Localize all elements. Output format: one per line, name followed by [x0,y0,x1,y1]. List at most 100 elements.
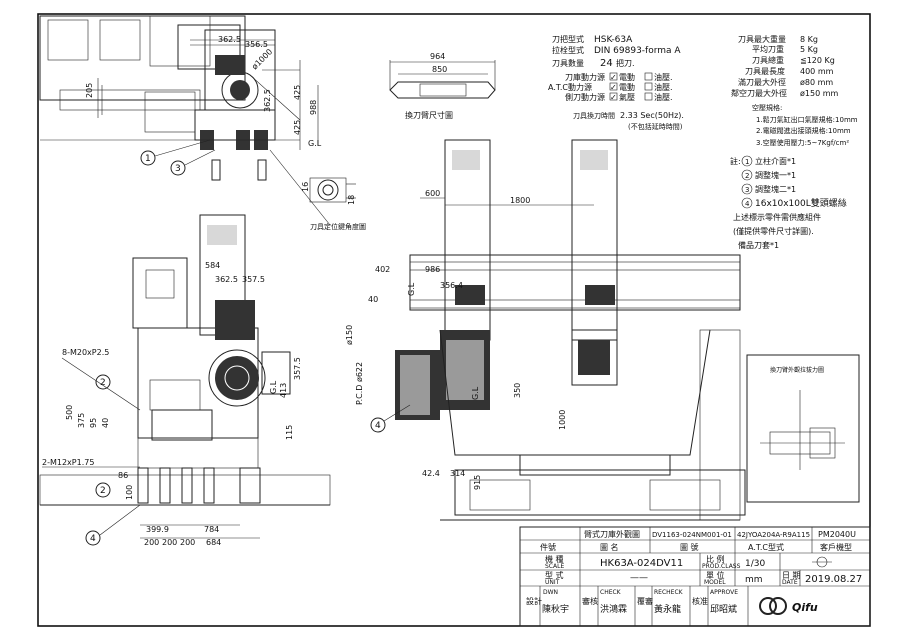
svg-text:42JYOA204A-R9A115: 42JYOA204A-R9A115 [737,531,810,539]
cb-mag-electric [609,72,618,81]
dim-988: 988 [309,100,318,115]
svg-text:✓: ✓ [610,73,617,82]
balloon-2-a [95,374,111,390]
svg-text:DV1163-024NM001-01: DV1163-024NM001-01 [652,531,732,539]
svg-text:375: 375 [77,413,86,428]
svg-text:(僅提供零件尺寸詳圖).: (僅提供零件尺寸詳圖). [733,226,814,236]
svg-text:氣壓: 氣壓 [619,92,635,102]
svg-text:4: 4 [375,421,381,431]
svg-text:PM2040U: PM2040U [818,530,856,539]
svg-text:A.T.C型式: A.T.C型式 [748,542,784,552]
svg-text:mm: mm [745,575,763,585]
svg-text:ø150 mm: ø150 mm [800,89,839,98]
svg-text:電動: 電動 [619,73,635,82]
svg-text:覆審: 覆審 [637,596,653,606]
svg-text:PROD.CLASS: PROD.CLASS [702,563,741,570]
svg-text:200: 200 [144,538,159,547]
svg-text:刀具換刀時間: 刀具換刀時間 [573,111,615,120]
svg-text:100: 100 [125,485,134,500]
svg-text:357.5: 357.5 [293,357,302,380]
svg-text:刀具最長度: 刀具最長度 [745,66,785,76]
svg-text:115: 115 [285,425,294,440]
svg-text:400 mm: 400 mm [800,67,834,76]
svg-text:95: 95 [89,418,98,428]
dim-1000: ø1000 [250,47,274,71]
front-gantry-view: 600 1800 402 986 356.4 40 G.L ø150 P.C.D… [345,139,746,521]
svg-text:314: 314 [450,469,465,478]
svg-text:2: 2 [100,378,106,388]
svg-text:5 Kg: 5 Kg [800,45,818,54]
svg-text:核准: 核准 [692,596,708,606]
svg-text:3.空壓使用壓力:5~7Kgf/cm²: 3.空壓使用壓力:5~7Kgf/cm² [756,138,849,147]
svg-text:把刀.: 把刀. [616,58,635,68]
svg-text:584: 584 [205,261,220,270]
svg-text:SCALE: SCALE [545,563,564,570]
svg-text:16: 16 [301,182,310,192]
svg-text:✓: ✓ [610,83,617,92]
svg-text:(不包括延時時間): (不包括延時時間) [628,122,683,131]
svg-text:24: 24 [600,58,613,69]
svg-text:MODEL: MODEL [704,579,726,586]
balloon-3 [170,160,186,176]
svg-text:2.33 Sec(50Hz).: 2.33 Sec(50Hz). [620,111,684,120]
svg-text:8 Kg: 8 Kg [800,35,818,44]
dim-964: 964 [430,52,445,61]
dim-425-a: 425 [293,85,302,100]
svg-text:1.鬆刀氣缸出口氣壓規格:10mm: 1.鬆刀氣缸出口氣壓規格:10mm [756,115,858,124]
svg-text:圖 號: 圖 號 [680,542,699,552]
svg-text:350: 350 [513,383,522,398]
svg-text:16x10x100L雙頭螺絲: 16x10x100L雙頭螺絲 [755,197,847,209]
svg-text:356.4: 356.4 [440,281,463,290]
svg-text:1/30: 1/30 [745,559,765,569]
top-left-view: 362.5 356.5 205 ø1000 362.5 425 988 425 … [39,15,322,181]
svg-text:2: 2 [745,172,749,180]
dim-850: 850 [432,65,447,74]
svg-text:DWN: DWN [543,589,558,596]
svg-text:1000: 1000 [558,410,567,430]
thread-label-m20: 8-M20xP2.5 [62,348,109,357]
svg-text:油壓.: 油壓. [654,72,673,82]
svg-text:2: 2 [100,486,106,496]
svg-text:鄰空刀最大外徑: 鄰空刀最大外徑 [731,88,787,98]
svg-text:4: 4 [745,200,750,208]
svg-text:1: 1 [745,158,749,166]
svg-text:G.L: G.L [269,380,278,394]
balloon-4-b [370,417,386,433]
svg-text:刀具總重: 刀具總重 [752,55,784,65]
svg-text:986: 986 [425,265,440,274]
svg-text:刀把型式: 刀把型式 [552,34,584,44]
svg-text:ø150: ø150 [345,325,354,345]
svg-text:684: 684 [206,538,221,547]
svg-text:200: 200 [162,538,177,547]
title-block: 臂式刀庫外觀圖 DV1163-024NM001-01 42JYOA204A-R9… [519,526,871,627]
svg-text:件號: 件號 [540,542,556,552]
svg-text:P.C.D ø622: P.C.D ø622 [355,362,364,405]
svg-text:40: 40 [101,418,110,428]
svg-text:402: 402 [375,265,390,274]
svg-text:拉栓型式: 拉栓型式 [552,45,584,55]
dim-425-b: 425 [293,120,302,135]
svg-text:註:: 註: [730,156,741,166]
svg-text:784: 784 [204,525,219,534]
svg-text:油壓.: 油壓. [654,82,673,92]
svg-text:刀具數量: 刀具數量 [552,58,584,68]
svg-text:G.L: G.L [407,282,416,296]
svg-text:362.5: 362.5 [215,275,238,284]
svg-text:平均刀重: 平均刀重 [752,44,784,54]
svg-text:1800: 1800 [510,196,530,205]
svg-text:比 例: 比 例 [706,554,725,564]
svg-text:2.電磁閥進出接頭規格:10mm: 2.電磁閥進出接頭規格:10mm [756,126,851,135]
thread-label-m12: 2-M12xP1.75 [42,458,94,467]
svg-text:18: 18 [347,195,356,205]
svg-text:✓: ✓ [610,93,617,102]
svg-text:審核: 審核 [582,596,598,606]
svg-text:413: 413 [279,383,288,398]
svg-text:Qifu: Qifu [792,601,818,614]
svg-text:3: 3 [745,186,749,194]
svg-text:≦120 Kg: ≦120 Kg [800,56,835,65]
svg-text:型 式: 型 式 [545,570,564,580]
svg-text:滿刀最大外徑: 滿刀最大外徑 [738,77,786,87]
arm-dimension-view: 964 850 換刀臂尺寸圖 [389,52,496,120]
balloon-4-a [85,530,101,546]
